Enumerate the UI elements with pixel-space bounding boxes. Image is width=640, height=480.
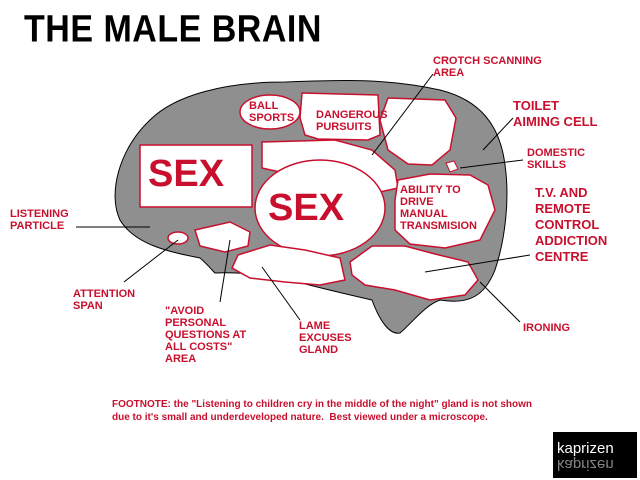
logo-reflection: kaprizen [557,456,614,473]
footnote: FOOTNOTE: the "Listening to children cry… [112,399,533,423]
sex-center-label: SEX [268,187,345,229]
avoid-personal-questions-label: "AVOID PERSONAL QUESTIONS AT ALL COSTS" … [165,305,247,365]
ball-sports-label: BALL SPORTS [249,100,295,124]
logo-text: kaprizen [557,440,614,457]
pointer-lines [76,73,531,323]
domestic-skills-label: DOMESTIC SKILLS [527,147,586,171]
avoid-questions-region [194,221,251,253]
dangerous-pursuits-label: DANGEROUS PURSUITS [316,109,388,133]
lower-right-region [349,245,479,301]
toilet-aiming-label: TOILET AIMING CELL [513,98,598,129]
tv-remote-label: T.V. AND REMOTE CONTROL ADDICTION CENTRE [535,185,608,264]
ironing-label: IRONING [523,322,571,334]
sex-left-box [139,144,253,208]
attention-span-cell [167,231,189,245]
dangerous-pursuits-region [299,92,381,141]
page-title: THE MALE BRAIN [24,8,322,51]
sex-left-label: SEX [148,153,225,195]
listening-particle-label: LISTENING PARTICLE [10,208,69,232]
lame-excuses-label: LAME EXCUSES GLAND [299,320,352,356]
crotch-scanning-label: CROTCH SCANNING AREA [433,55,542,79]
lame-excuses-region [231,244,346,286]
domestic-skills-cell [445,160,459,173]
kaprizen-logo: kaprizen kaprizen [553,432,637,478]
ability-to-drive-region [394,173,496,249]
attention-span-label: ATTENTION SPAN [73,288,136,312]
ability-to-drive-label: ABILITY TO DRIVE MANUAL TRANSMISION [400,184,477,232]
upper-right-region [379,97,457,166]
